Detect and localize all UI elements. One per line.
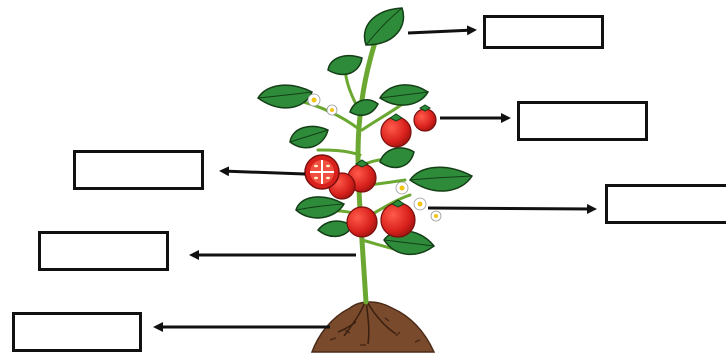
leaf-right-2	[380, 148, 414, 168]
label-box-stem[interactable]	[38, 231, 169, 271]
leaf-left-1	[258, 85, 312, 108]
tomato	[414, 109, 436, 131]
label-box-fruit[interactable]	[517, 101, 648, 141]
arrow-seed	[222, 171, 305, 174]
label-box-root[interactable]	[12, 312, 142, 352]
tomato	[347, 207, 377, 237]
tomato	[381, 203, 415, 237]
leaf-left-2	[290, 126, 328, 147]
leaf-upper-left	[328, 56, 362, 75]
label-box-flower[interactable]	[605, 184, 726, 224]
leaf-left-3	[296, 197, 344, 218]
label-box-seed[interactable]	[73, 150, 204, 190]
label-box-leaf[interactable]	[483, 15, 604, 49]
soil-mound	[312, 302, 434, 352]
arrow-flower	[428, 208, 594, 209]
arrow-leaf	[408, 30, 474, 33]
tomato-cross-section	[305, 155, 339, 189]
